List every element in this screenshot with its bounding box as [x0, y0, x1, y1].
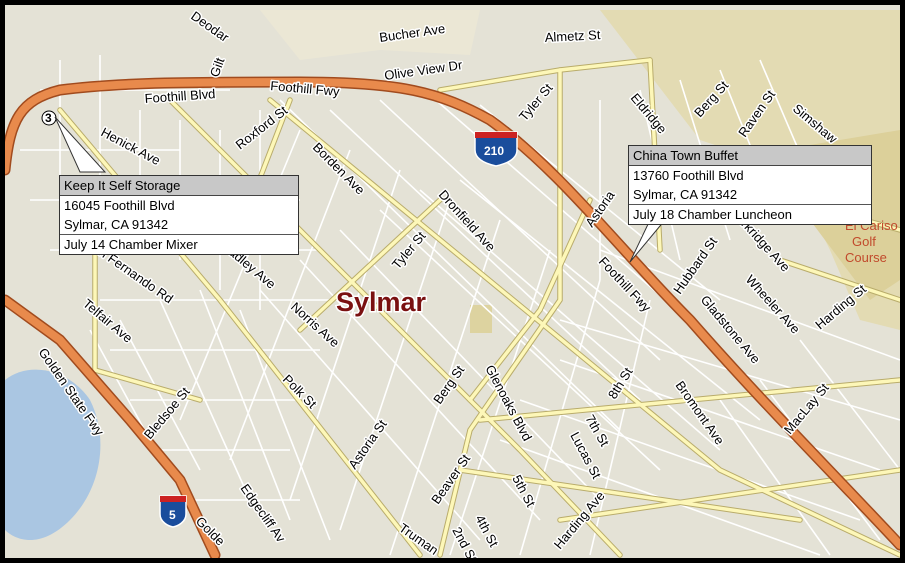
callout-event: July 18 Chamber Luncheon [629, 204, 871, 224]
hills-area [600, 10, 900, 330]
callout-title: Keep It Self Storage [60, 176, 298, 196]
park-label-line3: Course [845, 250, 887, 265]
interstate-5-shield: 5 [159, 495, 187, 528]
callout-title: China Town Buffet [629, 146, 871, 166]
shield-5-label: 5 [169, 508, 176, 522]
city-label: Sylmar [336, 287, 427, 317]
exit-marker-label: 3 [45, 111, 52, 125]
street-grid [20, 55, 900, 556]
park-label-line2: Golf [852, 234, 876, 249]
street-label-foothill-blvd: Foothill Blvd [144, 86, 216, 106]
water-body [5, 369, 101, 540]
callout-pointer-storage [54, 116, 107, 173]
foothill-fwy[interactable] [5, 78, 900, 549]
callout-event: July 14 Chamber Mixer [60, 234, 298, 254]
callout-address: 13760 Foothill Blvd [633, 168, 744, 183]
map-canvas[interactable]: 210 5 3 Sylmar El Cariso Golf Course Deo… [5, 5, 900, 558]
callout-city: Sylmar, CA 91342 [64, 217, 169, 232]
callout-address: 16045 Foothill Blvd [64, 198, 175, 213]
street-label-almetz: Almetz St [544, 27, 601, 45]
callout-buffet[interactable]: China Town Buffet 13760 Foothill Blvd Sy… [628, 145, 872, 225]
callout-storage[interactable]: Keep It Self Storage 16045 Foothill Blvd… [59, 175, 299, 255]
park-small [470, 305, 492, 333]
golden-state-fwy[interactable] [5, 296, 219, 558]
callout-city: Sylmar, CA 91342 [633, 187, 738, 202]
exit-marker: 3 [41, 110, 57, 126]
shield-210-label: 210 [484, 144, 504, 158]
hills-north [260, 10, 480, 60]
interstate-210-shield: 210 [474, 131, 518, 167]
